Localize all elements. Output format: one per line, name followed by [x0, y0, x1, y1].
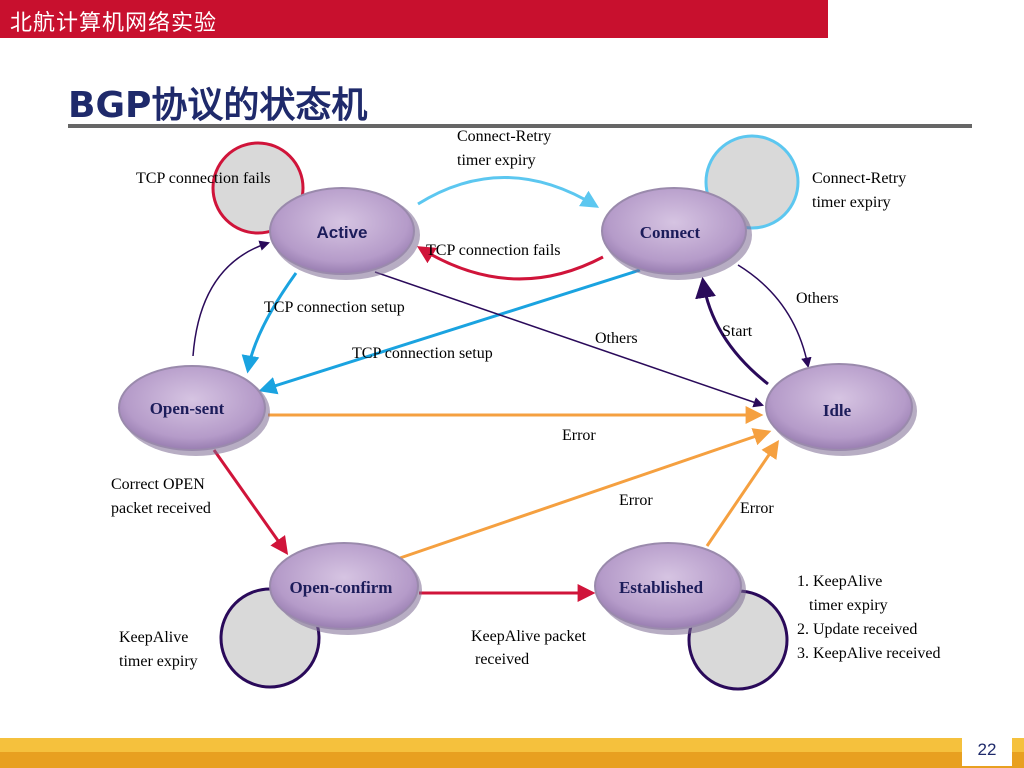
arrow-openconfirm-to-idle: [399, 428, 772, 560]
label-openconfirm-to-established-2: received: [471, 651, 529, 668]
state-established-label: Established: [619, 578, 704, 597]
label-openconfirm-to-idle: Error: [619, 492, 653, 509]
label-connect-self-loop-2: timer expiry: [812, 194, 891, 211]
label-active-to-opensent: TCP connection setup: [264, 299, 405, 316]
arrow-connect-to-active: [416, 246, 604, 281]
label-connect-to-idle: Others: [796, 290, 839, 307]
arrow-connect-to-opensent: [258, 268, 641, 395]
page-number: 22: [977, 740, 997, 759]
label-established-self-4: 3. KeepAlive received: [797, 645, 940, 662]
title-rule: [68, 124, 972, 128]
label-connect-retry-top-2: timer expiry: [457, 152, 536, 169]
header-title: 北航计算机网络实验: [10, 11, 218, 36]
state-connect: Connect: [601, 187, 752, 280]
label-established-to-idle: Error: [740, 500, 774, 517]
label-established-self-1: 1. KeepAlive: [797, 573, 882, 590]
label-active-self-loop: TCP connection fails: [136, 170, 271, 187]
state-active: Active: [269, 187, 420, 280]
label-connect-self-loop-1: Connect-Retry: [812, 170, 906, 187]
label-established-self-2: timer expiry: [797, 597, 888, 614]
state-open-sent-label: Open-sent: [150, 399, 225, 418]
state-established: Established: [594, 542, 746, 635]
state-idle: Idle: [765, 363, 917, 456]
footer-band-top: [0, 738, 1024, 752]
label-openconfirm-to-established-1: KeepAlive packet: [471, 628, 587, 645]
arrow-active-to-idle: [374, 271, 764, 408]
state-open-sent: Open-sent: [118, 365, 270, 456]
footer-band-bottom: [0, 752, 1024, 768]
label-connect-to-active: TCP connection fails: [426, 242, 561, 259]
label-connect-retry-top-1: Connect-Retry: [457, 128, 551, 145]
label-openconfirm-self-loop-1: KeepAlive: [119, 629, 188, 646]
label-connect-to-opensent: TCP connection setup: [352, 345, 493, 362]
state-idle-label: Idle: [823, 401, 852, 420]
arrow-opensent-to-openconfirm: [212, 449, 289, 555]
state-open-confirm: Open-confirm: [269, 542, 422, 635]
label-opensent-to-openconfirm-1: Correct OPEN: [111, 476, 205, 493]
label-idle-to-connect: Start: [722, 323, 753, 340]
header-bar: 北航计算机网络实验: [0, 0, 828, 38]
label-active-to-idle: Others: [595, 330, 638, 347]
arrow-active-to-connect: [417, 176, 600, 208]
arrow-opensent-to-active: [192, 240, 270, 357]
state-open-confirm-label: Open-confirm: [290, 578, 393, 597]
label-established-self-3: 2. Update received: [797, 621, 917, 638]
page-title: BGP协议的状态机: [68, 85, 368, 126]
arrow-established-to-idle: [705, 440, 780, 547]
label-opensent-to-idle: Error: [562, 427, 596, 444]
state-connect-label: Connect: [640, 223, 701, 242]
arrow-active-to-opensent: [241, 272, 298, 374]
arrow-idle-to-connect: [695, 276, 769, 386]
state-active-label: Active: [316, 223, 367, 242]
page-number-box: [962, 736, 1012, 766]
arrow-connect-to-idle: [737, 264, 812, 369]
bgp-state-diagram: Active Connect Open-sent Idle Open-confi…: [111, 128, 940, 691]
label-opensent-to-openconfirm-2: packet received: [111, 500, 211, 517]
label-openconfirm-self-loop-2: timer expiry: [119, 653, 198, 670]
